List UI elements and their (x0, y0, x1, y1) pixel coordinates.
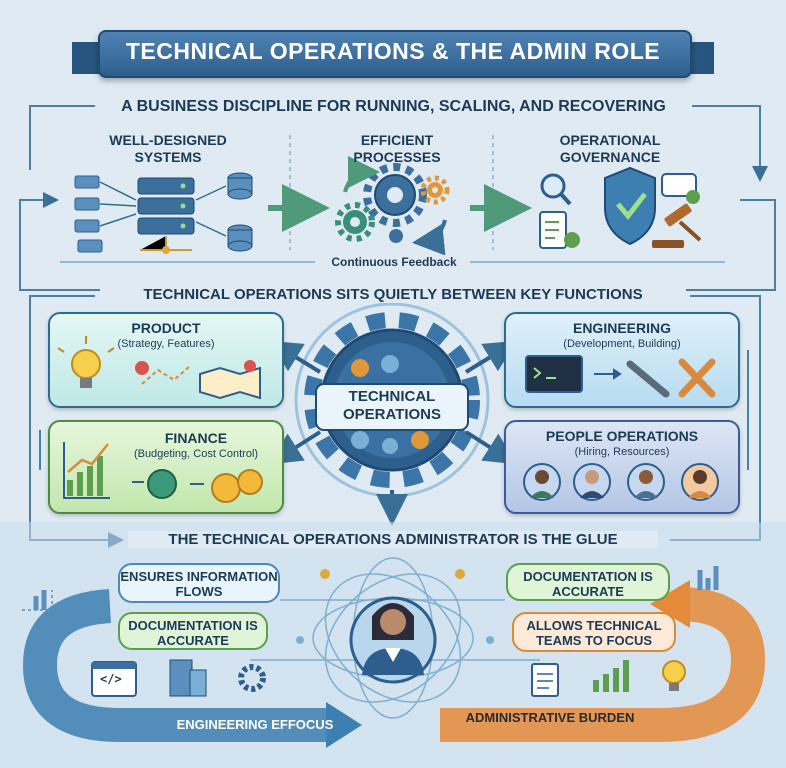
administrator-person-icon (349, 596, 437, 684)
people-sub: (Hiring, Resources) (574, 446, 670, 458)
engineering-loop-arrow (22, 589, 330, 742)
product-title: PRODUCT (131, 320, 201, 336)
gears-icon (335, 156, 450, 256)
pill-documentation-left: DOCUMENTATION IS ACCURATE (118, 612, 268, 650)
lightbulb-map-icons (57, 336, 261, 400)
pill-documentation-right: DOCUMENTATION IS ACCURATE (506, 563, 670, 601)
product-box: PRODUCT (Strategy, Features) (48, 312, 284, 408)
finance-sub: (Budgeting, Cost Control) (133, 448, 259, 460)
center-gear (294, 302, 490, 498)
engineering-box: ENGINEERING (Development, Building) (504, 312, 740, 408)
page-title: TECHNICAL OPERATIONS & THE ADMIN ROLE (125, 38, 661, 64)
pill-technical-teams-focus: ALLOWS TECHNICAL TEAMS TO FOCUS (512, 612, 676, 652)
person-icons (523, 463, 719, 501)
col-systems-label: WELL-DESIGNED SYSTEMS (109, 132, 227, 165)
title-banner (98, 30, 692, 78)
governance-icon (539, 166, 702, 249)
finance-title: FINANCE (164, 430, 228, 446)
top-heading: A BUSINESS DISCIPLINE FOR RUNNING, SCALI… (95, 98, 692, 116)
bottom-heading: THE TECHNICAL OPERATIONS ADMINISTRATOR I… (128, 531, 658, 548)
people-title: PEOPLE OPERATIONS (545, 428, 699, 444)
administrative-burden-label: ADMINISTRATIVE BURDEN (465, 710, 635, 725)
middle-heading: TECHNICAL OPERATIONS SITS QUIETLY BETWEE… (100, 286, 686, 303)
admin-loop-arrow (440, 587, 766, 742)
feedback-label: Continuous Feedback (318, 255, 470, 269)
server-network-icon (74, 172, 253, 254)
center-label: TECHNICAL OPERATIONS (342, 388, 442, 423)
col-governance-label: OPERATIONAL GOVERNANCE (559, 132, 661, 165)
engineering-focus-label: ENGINEERING EFFOCUS (176, 717, 334, 732)
code-window-icon: </> (100, 672, 122, 686)
engineering-sub: (Development, Building) (563, 338, 681, 350)
people-box: PEOPLE OPERATIONS (Hiring, Resources) (504, 420, 740, 514)
engineering-title: ENGINEERING (572, 320, 671, 336)
product-sub: (Strategy, Features) (117, 338, 215, 350)
pill-information-flows: ENSURES INFORMATION FLOWS (118, 563, 280, 603)
col-processes-label: EFFICIENT PROCESSES (353, 132, 441, 165)
top-frame-line (29, 105, 95, 170)
terminal-wrench-icons (525, 355, 716, 398)
chart-coin-icons (63, 442, 263, 503)
finance-box: FINANCE (Budgeting, Cost Control) (48, 420, 284, 514)
